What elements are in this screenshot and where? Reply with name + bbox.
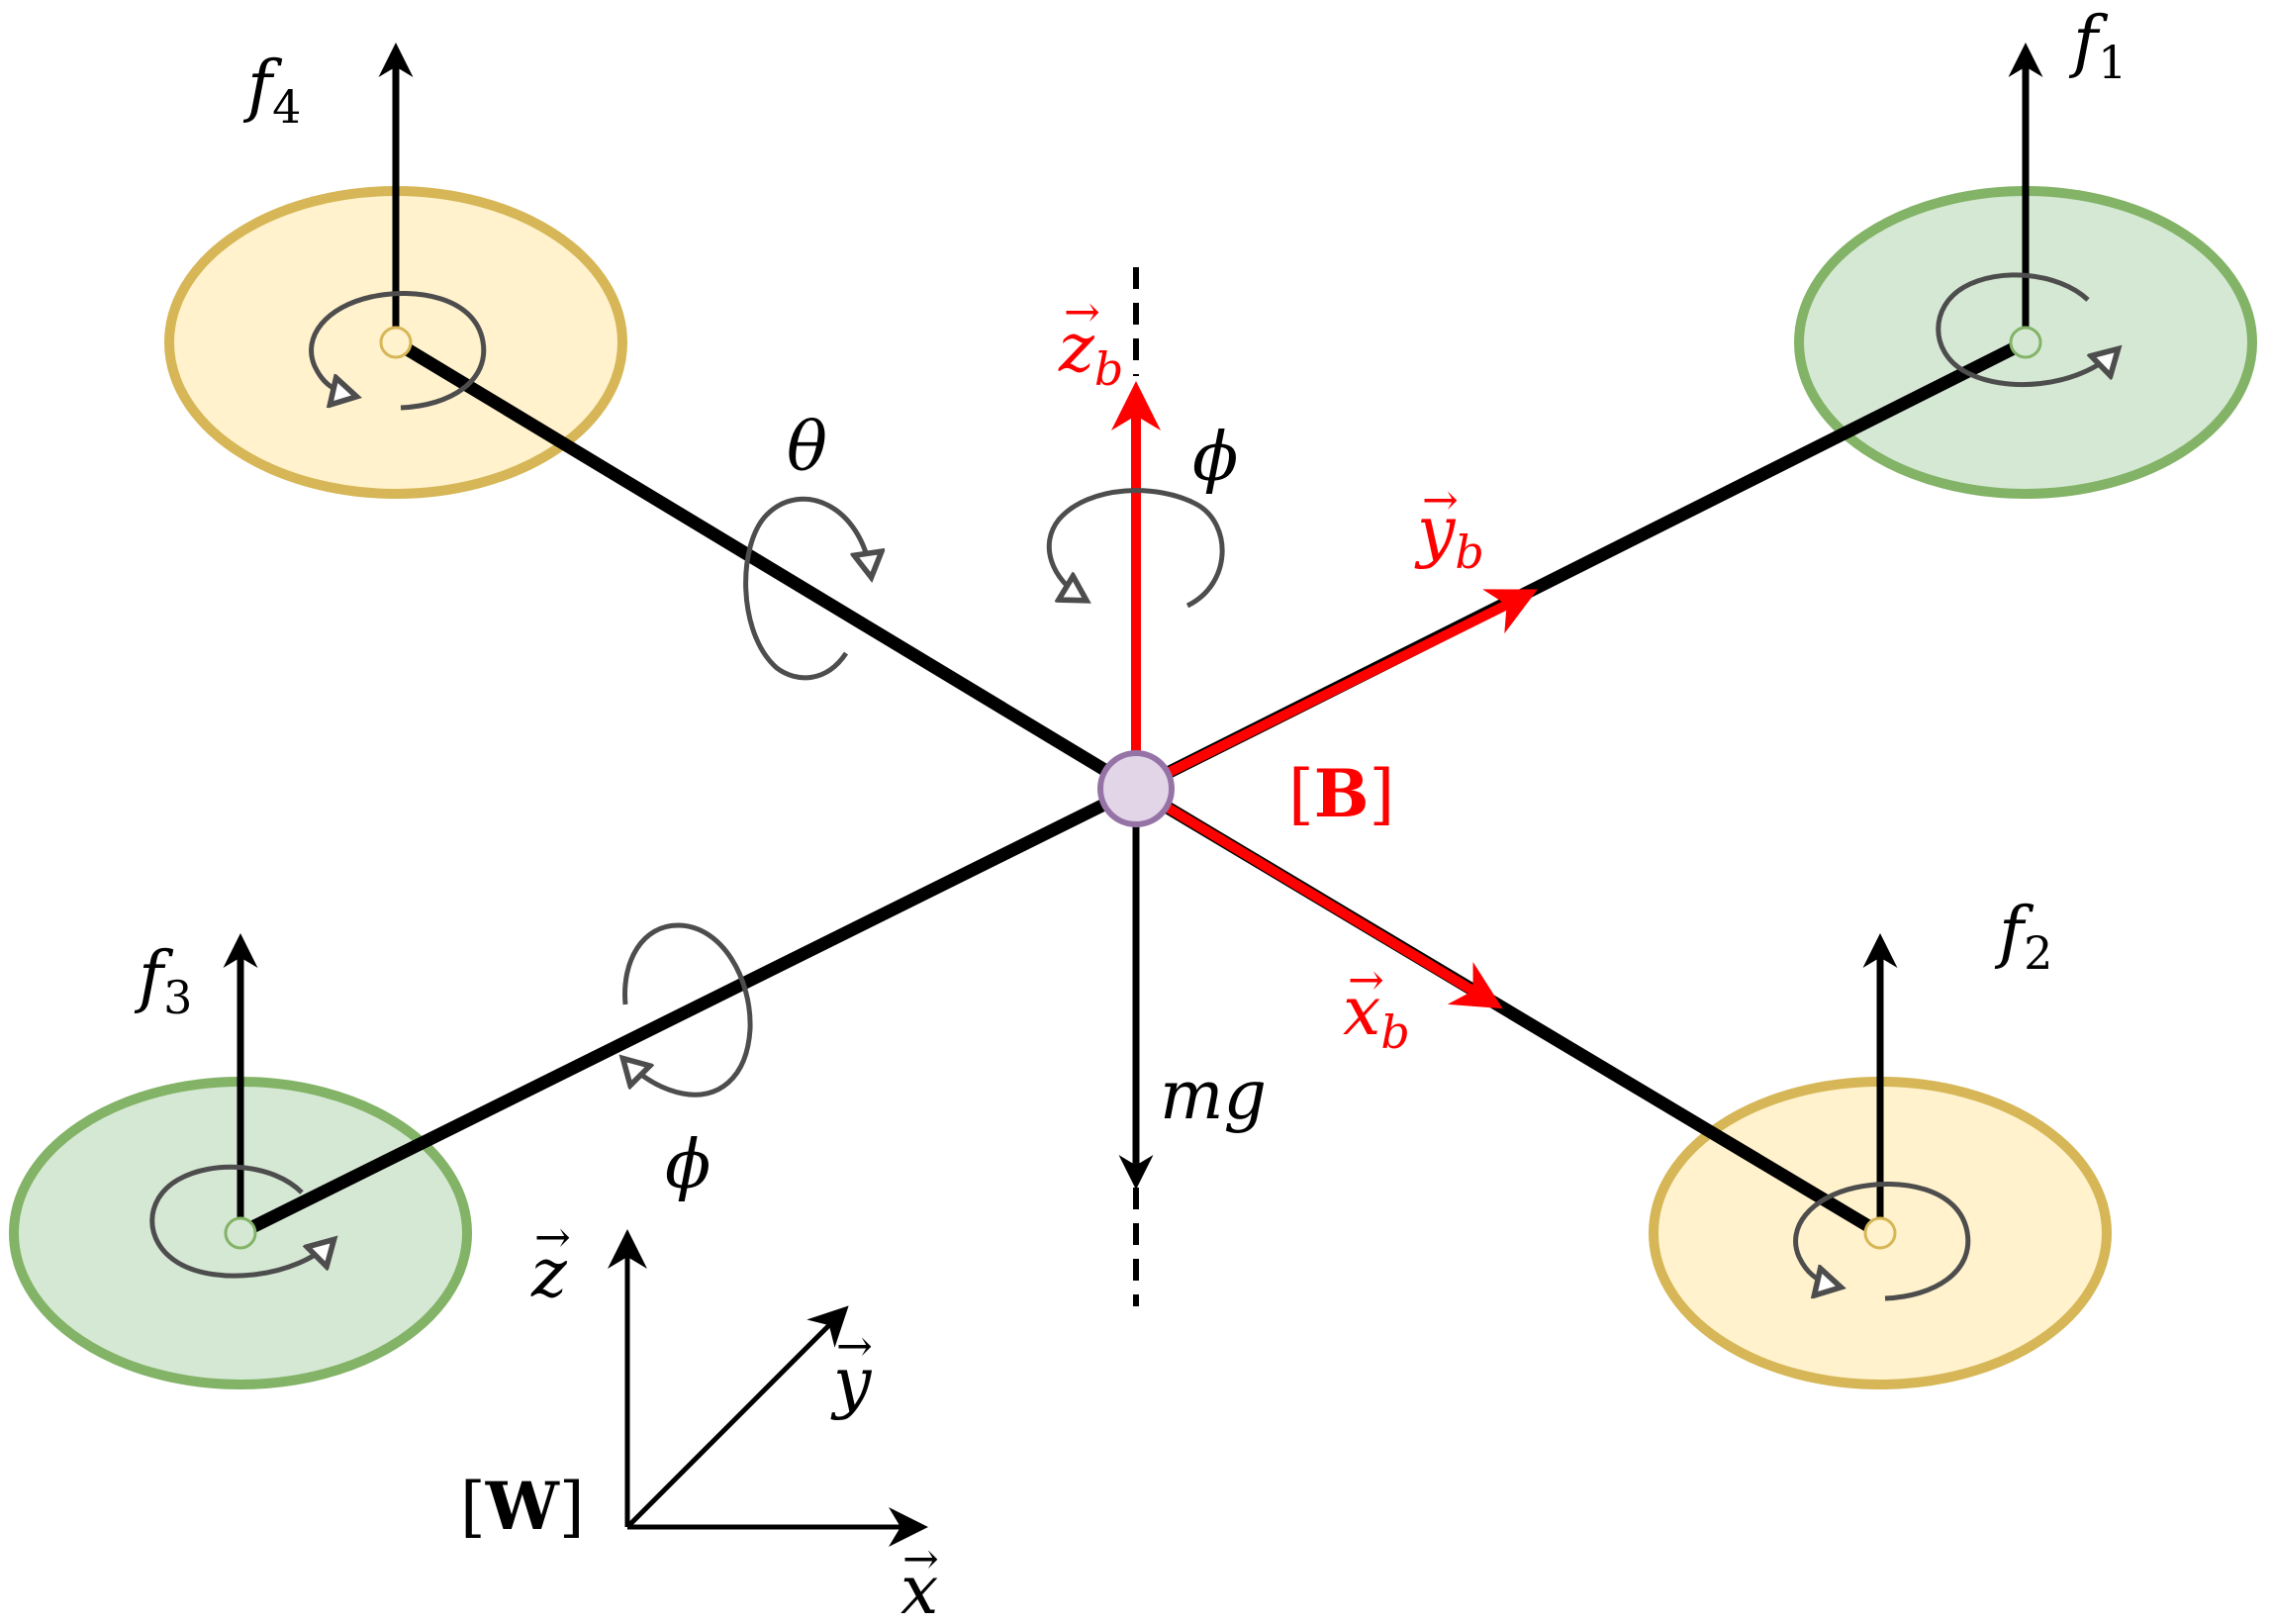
label-yb: yb xyxy=(1414,493,1484,579)
label-world-y: y xyxy=(830,1344,873,1422)
label-f2: f2 xyxy=(1994,894,2052,980)
label-f3: f3 xyxy=(134,938,192,1024)
body-x-axis-arrow xyxy=(1133,784,1503,1009)
yaw-rotation-arrow xyxy=(1046,488,1225,609)
label-world-y-arrow: → xyxy=(836,1321,873,1372)
arm-4 xyxy=(392,336,1140,795)
label-zb: zb xyxy=(1058,310,1123,396)
rotor-2-spin-arrow xyxy=(1793,1181,1971,1301)
label-world-x: x xyxy=(900,1552,938,1624)
body-y-axis-arrow xyxy=(1133,589,1538,794)
label-phi-top: ϕ xyxy=(1192,419,1238,497)
rotor-4-spin-arrow xyxy=(309,290,487,411)
rotor-2-hub xyxy=(1863,1216,1897,1250)
label-zb-arrow: → xyxy=(1064,287,1100,337)
body-center xyxy=(1097,750,1175,827)
pitch-rotation-arrow xyxy=(743,496,871,681)
arm-3 xyxy=(237,783,1139,1239)
label-phi-bottom: ϕ xyxy=(665,1126,710,1204)
label-f1: f1 xyxy=(2068,3,2127,89)
roll-rotation-arrow xyxy=(625,922,753,1098)
label-world-z-arrow: → xyxy=(534,1212,571,1263)
rotor-1-hub xyxy=(2009,326,2042,359)
label-world-x-arrow: → xyxy=(902,1534,939,1584)
rotor-3-hub xyxy=(224,1216,257,1250)
label-theta: θ xyxy=(787,409,827,487)
rotor-4-hub xyxy=(379,326,413,359)
label-mg: mg xyxy=(1160,1057,1267,1135)
rotor-3-spin-arrow xyxy=(149,1164,331,1279)
label-world-frame: [W] xyxy=(460,1468,585,1545)
label-f4: f4 xyxy=(242,48,301,134)
rotor-1-spin-arrow xyxy=(1936,272,2116,387)
world-y-axis-arrow xyxy=(625,1305,849,1529)
label-xb-arrow: → xyxy=(1348,955,1384,1005)
label-body-frame: [B] xyxy=(1288,755,1394,832)
label-yb-arrow: → xyxy=(1422,475,1459,525)
label-world-z: z xyxy=(530,1235,568,1313)
label-xb: xb xyxy=(1343,973,1410,1059)
